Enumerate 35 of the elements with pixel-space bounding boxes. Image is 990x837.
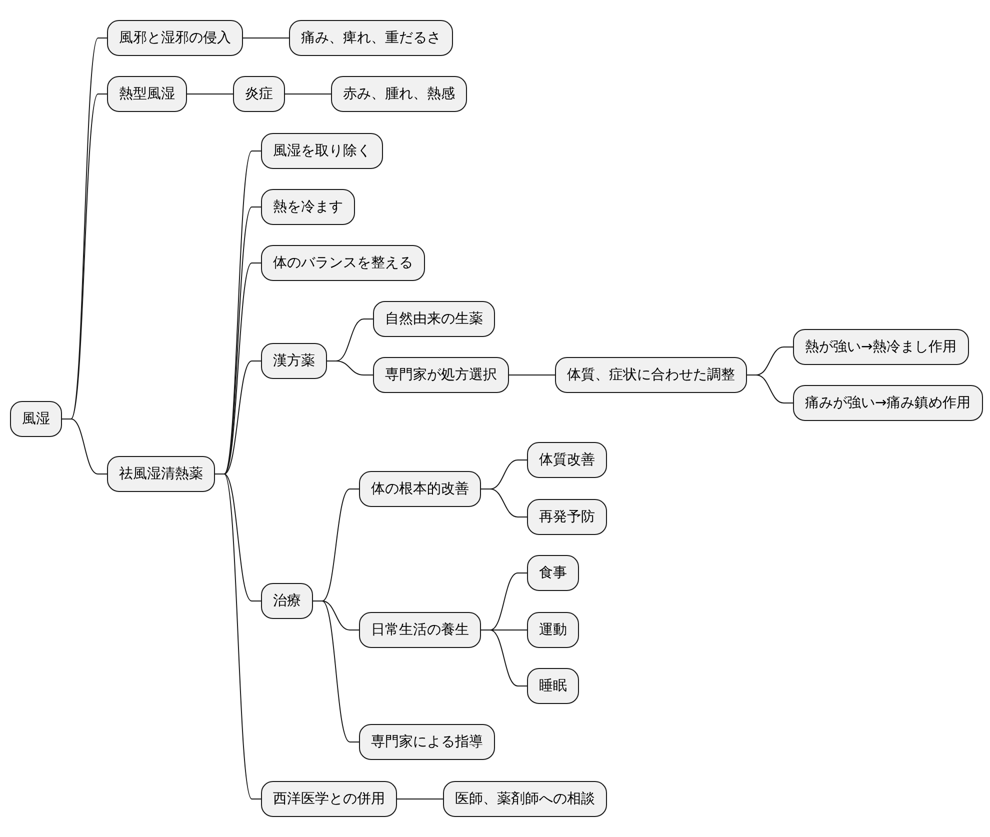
topic-node: 運動 <box>527 612 579 648</box>
connector-line <box>480 488 528 518</box>
topic-node: 体の根本的改善 <box>359 471 481 507</box>
topic-node: 熱が強い→熱冷まし作用 <box>793 329 969 365</box>
topic-node: 日常生活の養生 <box>359 612 481 648</box>
topic-node: 西洋医学との併用 <box>261 781 397 817</box>
topic-node: 体のバランスを整える <box>261 245 425 281</box>
topic-node: 祛風湿清熱薬 <box>107 456 215 492</box>
topic-node: 専門家が処方選択 <box>373 357 509 393</box>
connector-line <box>508 374 556 376</box>
topic-node: 炎症 <box>233 76 285 112</box>
topic-node: 風湿 <box>10 401 62 437</box>
connector-line <box>312 600 360 742</box>
connector-line <box>326 360 374 376</box>
topic-node: 風湿を取り除く <box>261 133 383 169</box>
connector-line <box>746 374 794 404</box>
topic-node: 再発予防 <box>527 499 607 535</box>
connector-line <box>480 630 528 686</box>
topic-node: 風邪と湿邪の侵入 <box>107 20 243 56</box>
topic-node: 体質改善 <box>527 442 607 478</box>
topic-node: 痛み、痺れ、重だるさ <box>289 20 453 56</box>
topic-node: 体質、症状に合わせた調整 <box>555 357 747 393</box>
topic-node: 痛みが強い→痛み鎮め作用 <box>793 385 983 421</box>
topic-node: 食事 <box>527 555 579 591</box>
topic-node: 医師、薬剤師への相談 <box>443 781 607 817</box>
topic-node: 漢方薬 <box>261 343 327 379</box>
topic-node: 自然由来の生薬 <box>373 301 495 337</box>
topic-node: 治療 <box>261 583 313 619</box>
topic-node: 熱を冷ます <box>261 189 355 225</box>
topic-node: 赤み、腫れ、熱感 <box>331 76 467 112</box>
topic-node: 熱型風湿 <box>107 76 187 112</box>
topic-node: 専門家による指導 <box>359 724 495 760</box>
topic-node: 睡眠 <box>527 668 579 704</box>
connector-line <box>62 418 108 474</box>
connector-line <box>396 798 444 800</box>
